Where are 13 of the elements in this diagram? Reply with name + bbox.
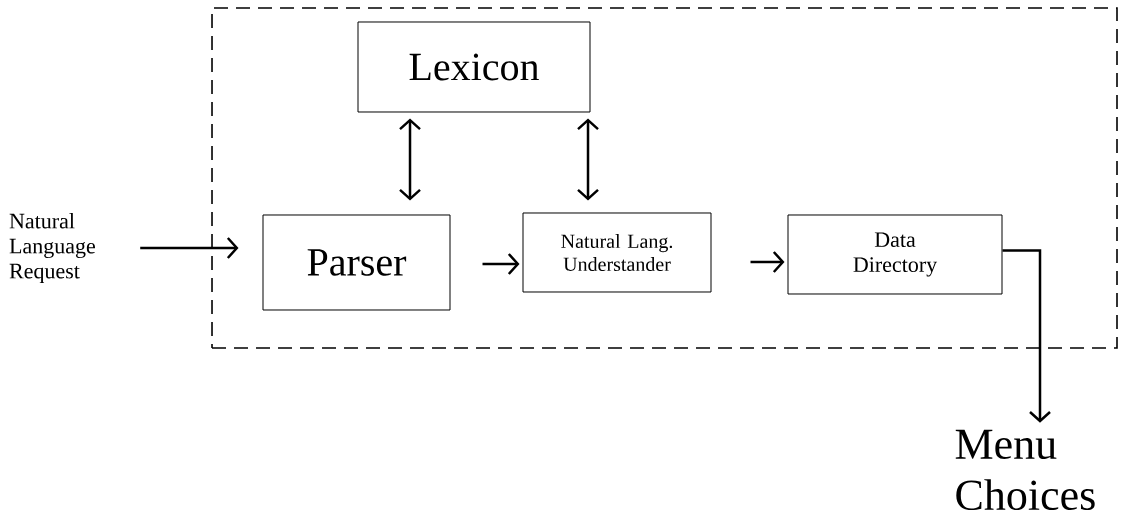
arrow: [577, 118, 599, 201]
arrow: [750, 251, 785, 273]
process-box: Data Directory: [787, 214, 1003, 295]
arrow: [140, 237, 239, 259]
process-box: Parser: [262, 214, 451, 311]
input-label: Natural Language Request: [9, 213, 95, 283]
dashed-boundary-box: [211, 7, 1118, 349]
arrow: [399, 118, 421, 201]
arrow: [482, 253, 520, 275]
process-box: Lexicon: [357, 21, 591, 113]
output-label: Menu Choices: [955, 429, 1095, 511]
arrow: [1002, 249, 1051, 423]
process-box: Natural Lang. Understander: [522, 212, 712, 293]
